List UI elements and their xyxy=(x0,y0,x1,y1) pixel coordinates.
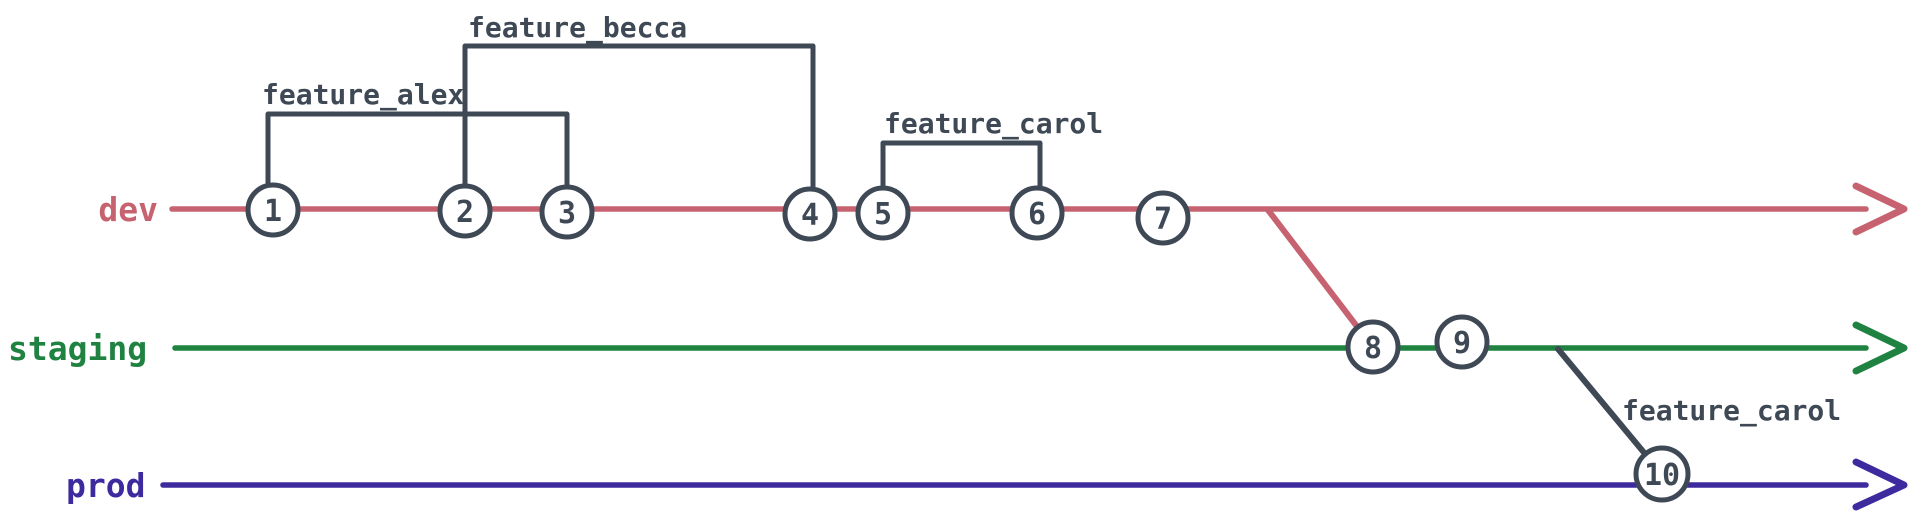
commit-circle-9 xyxy=(1434,314,1490,370)
commit-node-1: 1 xyxy=(245,182,301,238)
branch-dev: dev xyxy=(98,182,1908,236)
branch-label-prod: prod xyxy=(66,466,145,505)
dev-arrow-icon xyxy=(1852,182,1908,236)
commit-number-3: 3 xyxy=(558,196,576,231)
commit-circle-5 xyxy=(855,185,911,241)
commit-number-5: 5 xyxy=(874,197,892,232)
commit-circle-1 xyxy=(245,182,301,238)
branch-label-dev: dev xyxy=(98,190,158,229)
commit-number-4: 4 xyxy=(801,198,819,233)
commit-circle-10 xyxy=(1633,445,1691,503)
commit-node-7: 7 xyxy=(1135,190,1191,246)
commit-node-2: 2 xyxy=(437,183,493,239)
feature-label-alex: feature_alex xyxy=(262,78,464,111)
commit-number-6: 6 xyxy=(1028,197,1046,232)
feature-bracket-alex: feature_alex xyxy=(262,78,570,191)
merge-edge-dev-to-staging xyxy=(1265,207,1365,336)
commit-node-9: 9 xyxy=(1434,314,1490,370)
feature-bracket-carol-path xyxy=(880,140,1043,192)
branch-label-staging: staging xyxy=(8,329,147,368)
commit-number-9: 9 xyxy=(1453,326,1471,361)
commit-node-6: 6 xyxy=(1009,185,1065,241)
commit-node-4: 4 xyxy=(782,186,838,242)
branch-prod: prod xyxy=(66,458,1908,511)
merge-staging-to-prod: feature_carol xyxy=(1555,346,1841,458)
commit-number-10: 10 xyxy=(1644,458,1680,493)
commit-number-8: 8 xyxy=(1364,331,1382,366)
merge-edge-staging-to-prod xyxy=(1555,346,1649,458)
commit-circle-3 xyxy=(539,184,595,240)
feature-bracket-becca: feature_becca xyxy=(462,11,816,193)
commit-number-7: 7 xyxy=(1154,202,1172,237)
prod-arrow-icon xyxy=(1852,458,1908,511)
feature-bracket-alex-path xyxy=(265,111,570,191)
commit-circle-6 xyxy=(1009,185,1065,241)
staging-arrow-icon xyxy=(1852,321,1908,375)
commit-circle-7 xyxy=(1135,190,1191,246)
branch-staging: staging xyxy=(8,321,1908,375)
commit-number-2: 2 xyxy=(456,195,474,230)
feature-label-carol-merge: feature_carol xyxy=(1622,394,1841,427)
commit-circle-8 xyxy=(1345,319,1401,375)
feature-label-carol: feature_carol xyxy=(884,107,1103,140)
commit-node-3: 3 xyxy=(539,184,595,240)
feature-bracket-carol: feature_carol xyxy=(880,107,1103,192)
commit-circle-2 xyxy=(437,183,493,239)
commit-circle-4 xyxy=(782,186,838,242)
feature-label-becca: feature_becca xyxy=(468,11,687,44)
commit-node-10: 10 xyxy=(1633,445,1691,503)
commit-node-5: 5 xyxy=(855,185,911,241)
commit-number-1: 1 xyxy=(264,194,282,229)
feature-bracket-becca-path xyxy=(462,43,816,193)
commit-node-8: 8 xyxy=(1345,319,1401,375)
